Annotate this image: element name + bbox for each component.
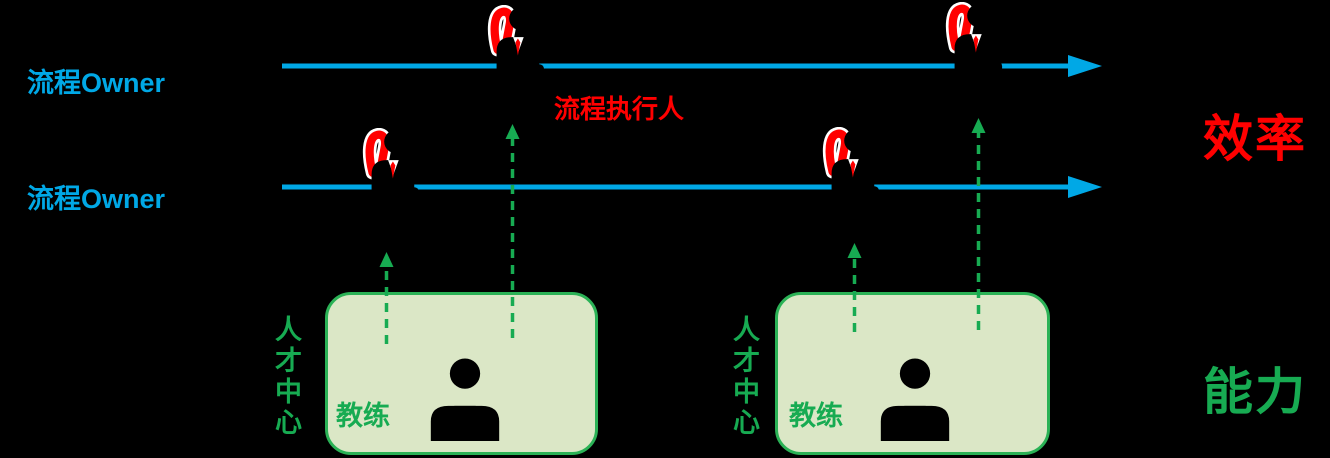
green-dashed-up-arrow	[847, 243, 862, 332]
owner-label-bottom: 流程Owner	[27, 184, 166, 214]
blue-person-bust-icon	[203, 19, 265, 103]
green-person-bust-icon	[878, 357, 952, 441]
capability-label: 能力	[1203, 364, 1307, 420]
executor-label: 流程执行人	[554, 94, 685, 124]
red-person-raising-hand-icon	[941, 2, 1005, 103]
red-person-raising-hand-icon	[483, 5, 547, 106]
green-person-bust-icon	[428, 357, 502, 441]
talent-center-vertical-label: 人才中心	[271, 315, 301, 439]
coach-label: 教练	[336, 401, 390, 431]
red-person-raising-hand-icon	[358, 128, 422, 229]
timeline-arrow-top	[282, 55, 1102, 77]
efficiency-label: 效率	[1203, 111, 1307, 167]
blue-person-bust-icon	[199, 139, 261, 223]
coach-label: 教练	[789, 401, 843, 431]
owner-label-top: 流程Owner	[27, 68, 166, 98]
green-dashed-up-arrow	[379, 252, 394, 344]
talent-center-vertical-label: 人才中心	[729, 315, 759, 439]
red-person-raising-hand-icon	[818, 127, 882, 228]
green-dashed-up-arrow	[971, 118, 986, 330]
green-dashed-up-arrow	[505, 124, 520, 338]
